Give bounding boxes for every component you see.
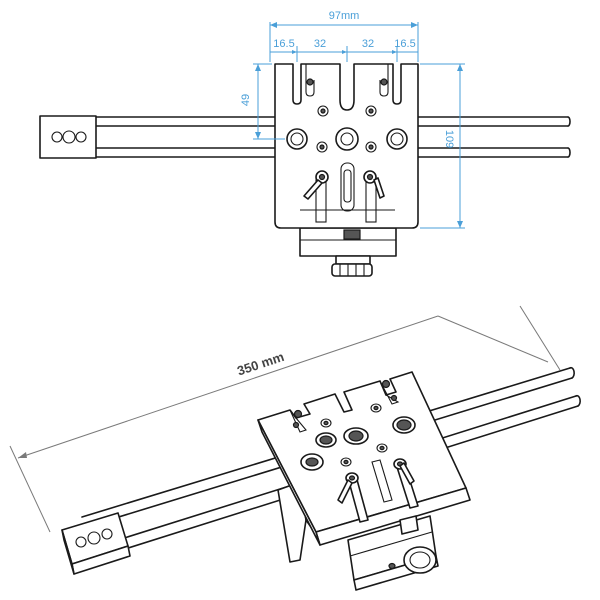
dim-total-height: 109: [443, 130, 455, 148]
dim-total-width: 97mm: [329, 10, 360, 22]
dim-slot-depth: 49: [240, 94, 252, 106]
top-view: 97mm 16.5 32 32 16.5 49 109: [39, 10, 571, 277]
top-base-clamp: [299, 227, 397, 277]
dim-segment-right: 16.5: [394, 38, 415, 50]
perspective-end-block: [61, 512, 131, 575]
dim-segment-left: 16.5: [273, 38, 294, 50]
perspective-base-clamp: [347, 515, 439, 591]
top-end-cap: [39, 115, 97, 159]
top-dimensions: 97mm 16.5 32 32 16.5 49 109: [240, 10, 465, 229]
perspective-view: 350 mm: [9, 305, 581, 591]
rail-length-label: 350 mm: [235, 349, 286, 379]
dim-segment-mid-right: 32: [362, 38, 374, 50]
perspective-main-plate: [257, 371, 471, 546]
top-main-plate: [274, 63, 419, 229]
dim-segment-mid-left: 32: [314, 38, 326, 50]
